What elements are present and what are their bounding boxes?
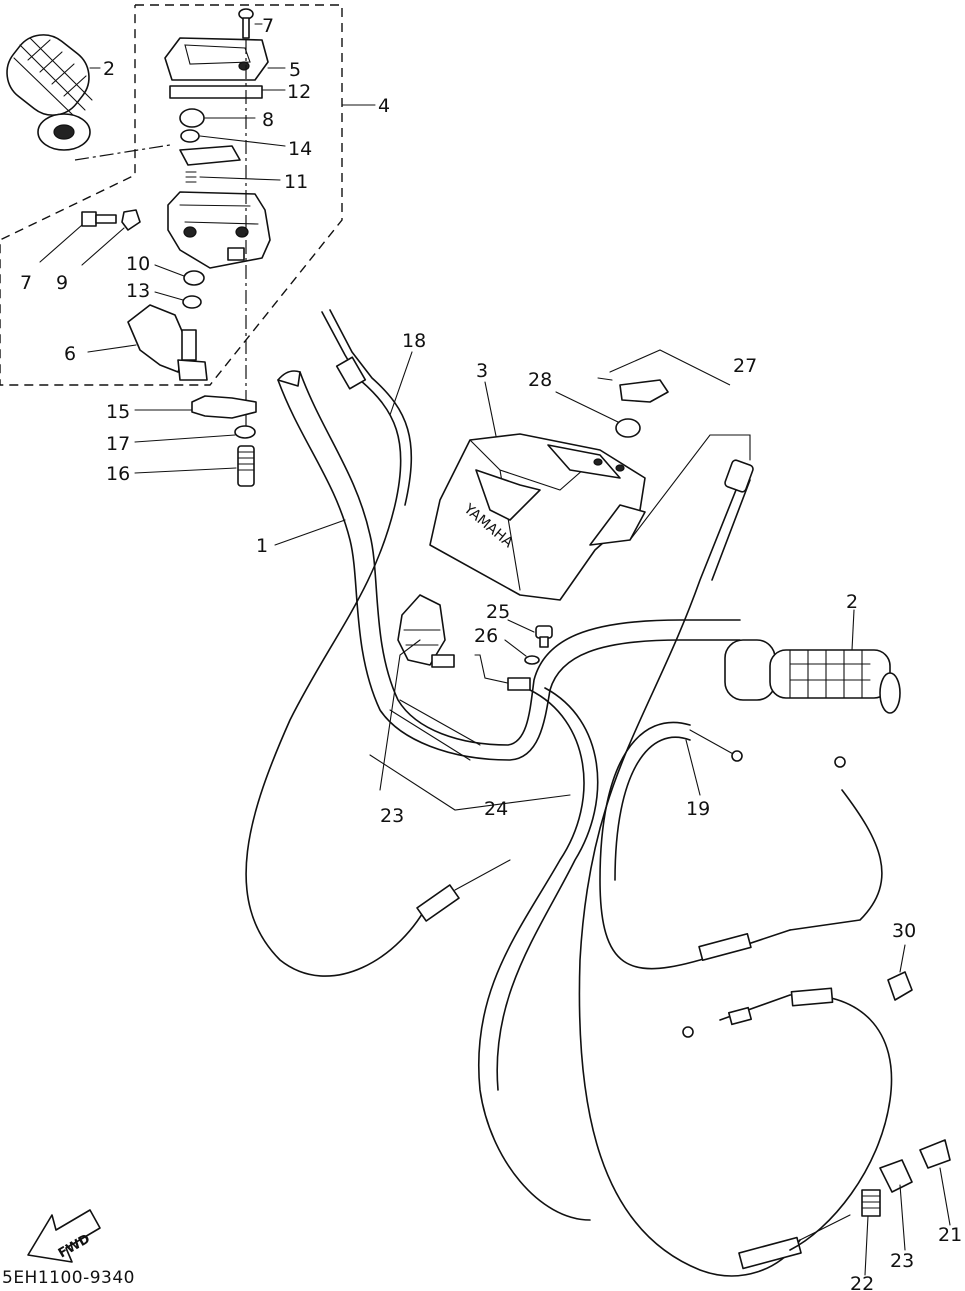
right-grip bbox=[724, 639, 901, 714]
callout-3: 3 bbox=[476, 360, 488, 382]
callout-2-left: 2 bbox=[103, 58, 115, 80]
callout-25: 24 bbox=[484, 798, 508, 820]
callout-11: 10 bbox=[126, 253, 150, 275]
diagram-code: 5EH1100-9340 bbox=[2, 1268, 136, 1288]
left-grip bbox=[6, 34, 171, 161]
callout-30: 30 bbox=[892, 920, 916, 942]
callout-24: 23 bbox=[380, 805, 404, 827]
callout-7: 7 bbox=[262, 15, 274, 37]
callout-16: 15 bbox=[106, 401, 130, 423]
callout-22: 22 bbox=[850, 1273, 874, 1291]
callout-28: 27 bbox=[733, 355, 757, 377]
callout-10: 9 bbox=[56, 272, 68, 294]
cables bbox=[245, 309, 913, 1277]
handlebar bbox=[277, 370, 741, 761]
callout-6: 6 bbox=[64, 343, 76, 365]
callout-19: 18 bbox=[402, 330, 426, 352]
callout-29: 28 bbox=[528, 369, 552, 391]
leader-lines bbox=[39, 23, 951, 1276]
callout-13: 12 bbox=[287, 81, 311, 103]
bracket-28 bbox=[597, 349, 751, 541]
callout-5: 5 bbox=[289, 59, 301, 81]
callout-8: 7 bbox=[20, 272, 32, 294]
callout-15: 14 bbox=[288, 138, 312, 160]
callout-1: 1 bbox=[256, 535, 268, 557]
callout-21: 21 bbox=[938, 1224, 962, 1246]
callout-27: 26 bbox=[474, 625, 498, 647]
callout-17: 16 bbox=[106, 463, 130, 485]
small-parts-21-23 bbox=[861, 1139, 951, 1217]
lever-6 bbox=[127, 304, 208, 381]
throttle-housing-stack bbox=[81, 8, 271, 440]
callout-2-right: 2 bbox=[846, 591, 858, 613]
callout-18: 17 bbox=[106, 433, 130, 455]
handlebar-cover: YAMAHA bbox=[429, 433, 646, 601]
callout-12: 11 bbox=[284, 171, 308, 193]
fwd-arrow-icon: FWD bbox=[27, 1209, 101, 1263]
assembly-4-boundary bbox=[0, 4, 376, 386]
callout-26: 25 bbox=[486, 601, 510, 623]
callout-14: 13 bbox=[126, 280, 150, 302]
callout-4: 4 bbox=[378, 95, 390, 117]
callout-20: 19 bbox=[686, 798, 710, 820]
callout-9: 8 bbox=[262, 109, 274, 131]
callout-labels: 7 2 5 12 4 8 14 11 7 9 10 13 6 18 3 28 2… bbox=[20, 15, 962, 1291]
callout-23: 23 bbox=[890, 1250, 914, 1272]
clamp-16 bbox=[191, 395, 257, 487]
